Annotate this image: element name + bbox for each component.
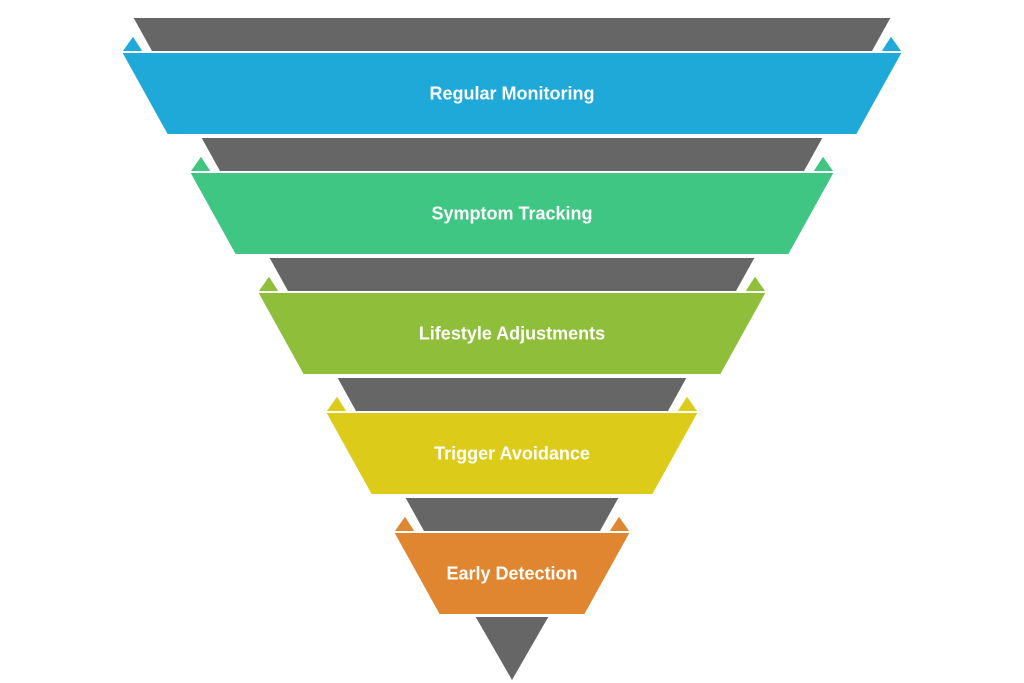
band-ear-left [324, 394, 349, 413]
band-ear-left [392, 514, 417, 533]
funnel-level-4 [324, 411, 700, 496]
funnel-level-label: Early Detection [446, 564, 577, 584]
band-ear-left [256, 274, 281, 293]
connector-band [335, 376, 689, 413]
band-ear-left [120, 34, 145, 53]
funnel-level-2 [188, 171, 836, 256]
band-ear-right [879, 34, 904, 53]
funnel-level-5 [392, 531, 632, 616]
connector-band [131, 16, 893, 53]
band-ear-right [811, 154, 836, 173]
band-ear-right [607, 514, 632, 533]
funnel-level-label: Lifestyle Adjustments [419, 324, 605, 344]
funnel-tip [473, 615, 551, 683]
connector-band [199, 136, 825, 173]
band-ear-right [675, 394, 700, 413]
connector-band [267, 256, 757, 293]
funnel-level-1 [120, 51, 904, 136]
funnel-level-label: Symptom Tracking [431, 204, 592, 224]
funnel-level-label: Trigger Avoidance [434, 444, 590, 464]
connector-band [403, 496, 621, 533]
funnel-level-label: Regular Monitoring [430, 84, 595, 104]
band-ear-right [743, 274, 768, 293]
band-ear-left [188, 154, 213, 173]
funnel-level-3 [256, 291, 768, 376]
